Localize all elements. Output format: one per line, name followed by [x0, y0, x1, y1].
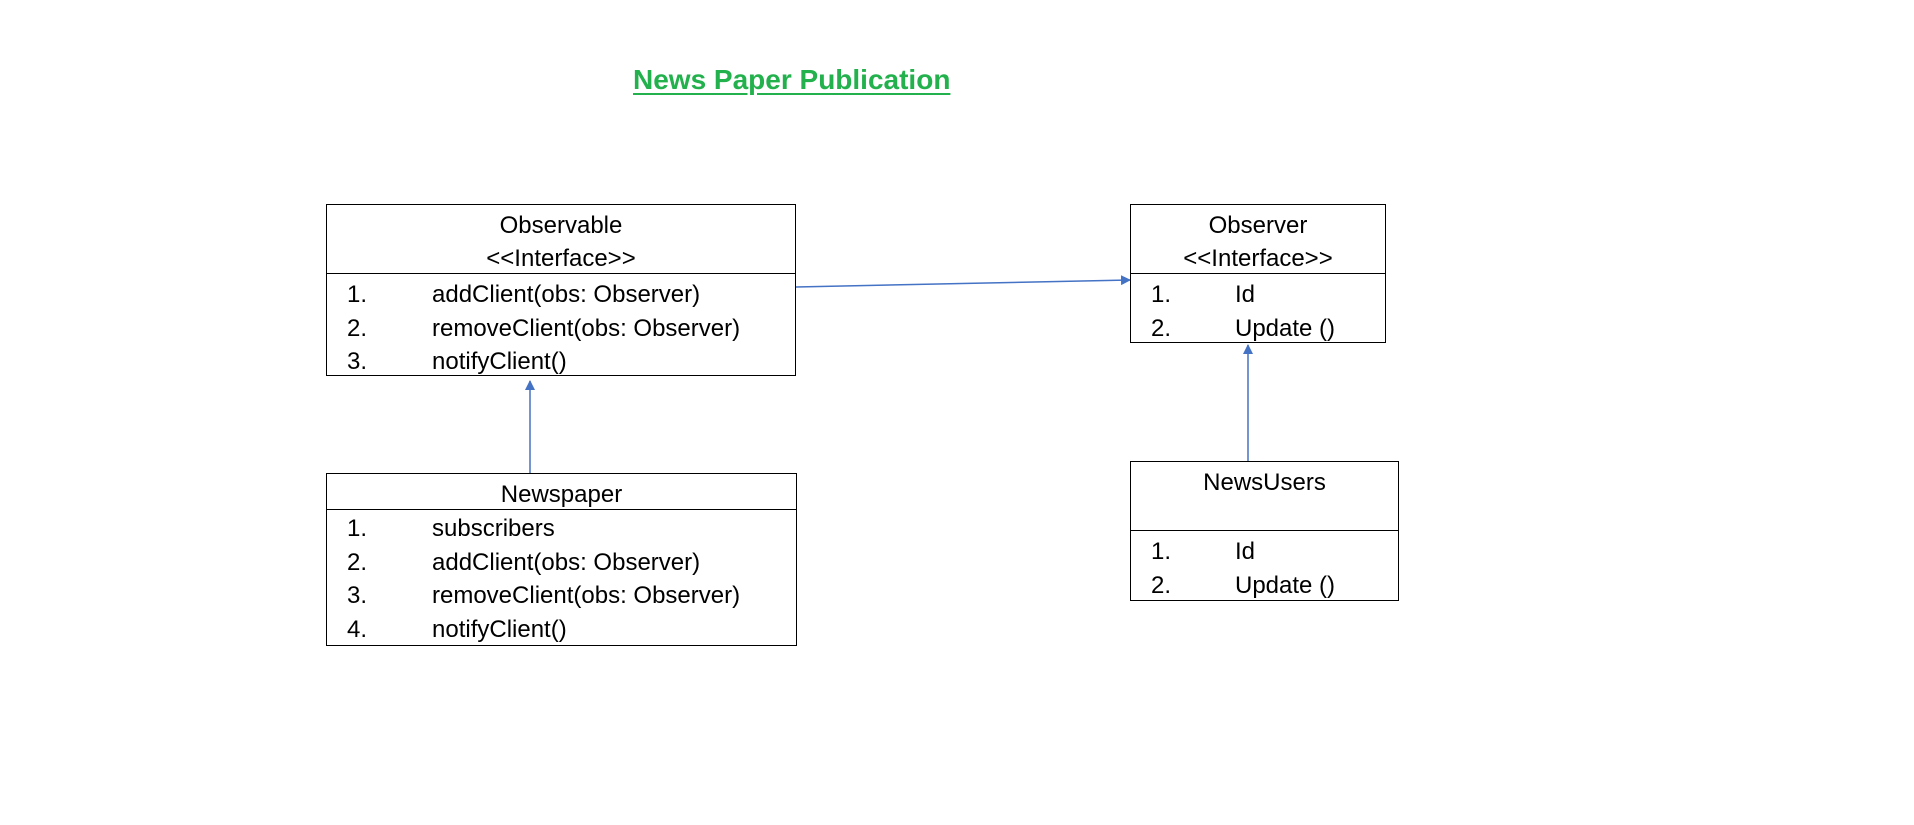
member-item: 2. Update () [1131, 569, 1398, 603]
member-item: 4. notifyClient() [327, 613, 796, 647]
member-text: Id [1235, 281, 1256, 308]
observer-stereotype: <<Interface>> [1183, 245, 1333, 272]
member-text: subscribers [432, 515, 555, 542]
member-text: addClient(obs: Observer) [432, 281, 701, 308]
member-item: 1. Id [1131, 535, 1398, 569]
member-item: 2. Update () [1131, 312, 1385, 346]
member-item: 1. addClient(obs: Observer) [327, 278, 795, 312]
observable-header: Observable <<Interface>> [327, 205, 795, 274]
member-number: 3. [346, 582, 367, 609]
member-number: 2. [346, 314, 367, 342]
newspaper-class: Newspaper 1. subscribers 2. addClient(ob… [326, 473, 797, 646]
observer-members: 1. Id 2. Update () [1131, 274, 1385, 345]
observer-class: Observer <<Interface>> 1. Id 2. Update (… [1130, 204, 1386, 343]
newspaper-members: 1. subscribers 2. addClient(obs: Observe… [327, 510, 796, 646]
diagram-title: News Paper Publication [633, 64, 951, 95]
member-number: 4. [346, 615, 367, 643]
member-item: 2. removeClient(obs: Observer) [327, 312, 795, 346]
member-number: 1. [346, 515, 367, 542]
newspaper-header: Newspaper [327, 474, 796, 510]
member-item: 3. notifyClient() [327, 345, 795, 379]
member-number: 1. [346, 281, 367, 308]
member-text: removeClient(obs: Observer) [432, 582, 741, 609]
observer-name: Observer [1208, 212, 1308, 239]
observable-members: 1. addClient(obs: Observer) 2. removeCli… [327, 274, 795, 379]
newsusers-class: NewsUsers 1. Id 2. Update () [1130, 461, 1399, 601]
member-number: 3. [346, 348, 367, 375]
association-arrow-observable-to-observer [795, 275, 1131, 288]
member-item: 2. addClient(obs: Observer) [327, 546, 796, 580]
member-text: Id [1235, 538, 1256, 565]
member-text: notifyClient() [432, 615, 567, 643]
member-item: 3. removeClient(obs: Observer) [327, 579, 796, 613]
observable-name: Observable [499, 212, 623, 239]
observer-header: Observer <<Interface>> [1131, 205, 1385, 274]
member-number: 2. [1150, 314, 1171, 342]
newsusers-members: 1. Id 2. Update () [1131, 531, 1398, 602]
member-text: removeClient(obs: Observer) [432, 314, 741, 342]
observable-class: Observable <<Interface>> 1. addClient(ob… [326, 204, 796, 376]
observable-stereotype: <<Interface>> [486, 245, 636, 272]
newspaper-name: Newspaper [500, 481, 623, 508]
member-number: 1. [1150, 281, 1171, 308]
member-number: 2. [346, 548, 367, 576]
member-text: addClient(obs: Observer) [432, 548, 701, 576]
member-item: 1. Id [1131, 278, 1385, 312]
newsusers-header: NewsUsers [1131, 462, 1398, 531]
member-number: 2. [1150, 571, 1171, 599]
member-item: 1. subscribers [327, 512, 796, 546]
member-text: notifyClient() [432, 348, 567, 375]
newsusers-name: NewsUsers [1203, 469, 1326, 496]
member-text: Update () [1235, 314, 1336, 342]
member-number: 1. [1150, 538, 1171, 565]
member-text: Update () [1235, 571, 1336, 599]
